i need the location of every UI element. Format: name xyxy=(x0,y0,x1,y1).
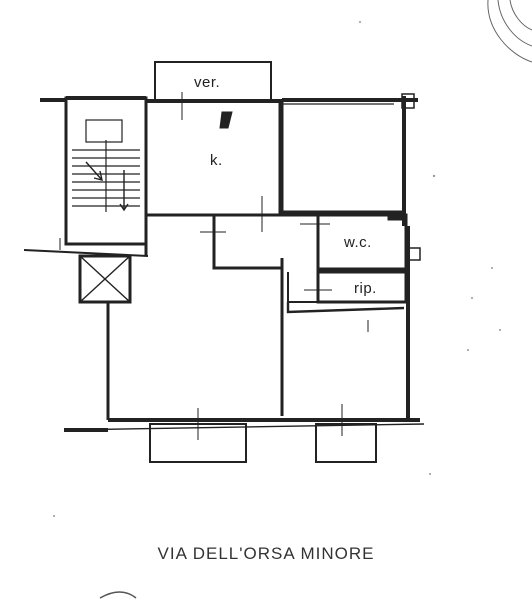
kitchen-label: k. xyxy=(210,152,223,169)
bottom-curve xyxy=(99,591,137,599)
bathroom-label: w.c. xyxy=(344,234,372,251)
paper-marks xyxy=(53,21,501,517)
lower-right-room xyxy=(286,302,405,314)
hall-wall xyxy=(106,244,148,420)
street-name: VIA DELL'ORSA MINORE xyxy=(157,544,375,563)
corner-scribble xyxy=(487,0,532,63)
veranda-label: ver. xyxy=(194,74,221,91)
door-marks xyxy=(181,92,369,440)
elevator-shaft xyxy=(78,254,132,304)
stair-arrow xyxy=(85,161,129,212)
stair-steps xyxy=(72,119,140,212)
storage-walls xyxy=(316,270,408,304)
balcony-right xyxy=(315,423,377,463)
right-wall xyxy=(402,96,410,420)
storage-label: rip. xyxy=(354,280,377,297)
upper-right-room xyxy=(280,101,404,214)
bathroom-walls xyxy=(316,213,408,271)
central-walls xyxy=(146,213,318,416)
kitchen-chimney xyxy=(219,111,233,129)
